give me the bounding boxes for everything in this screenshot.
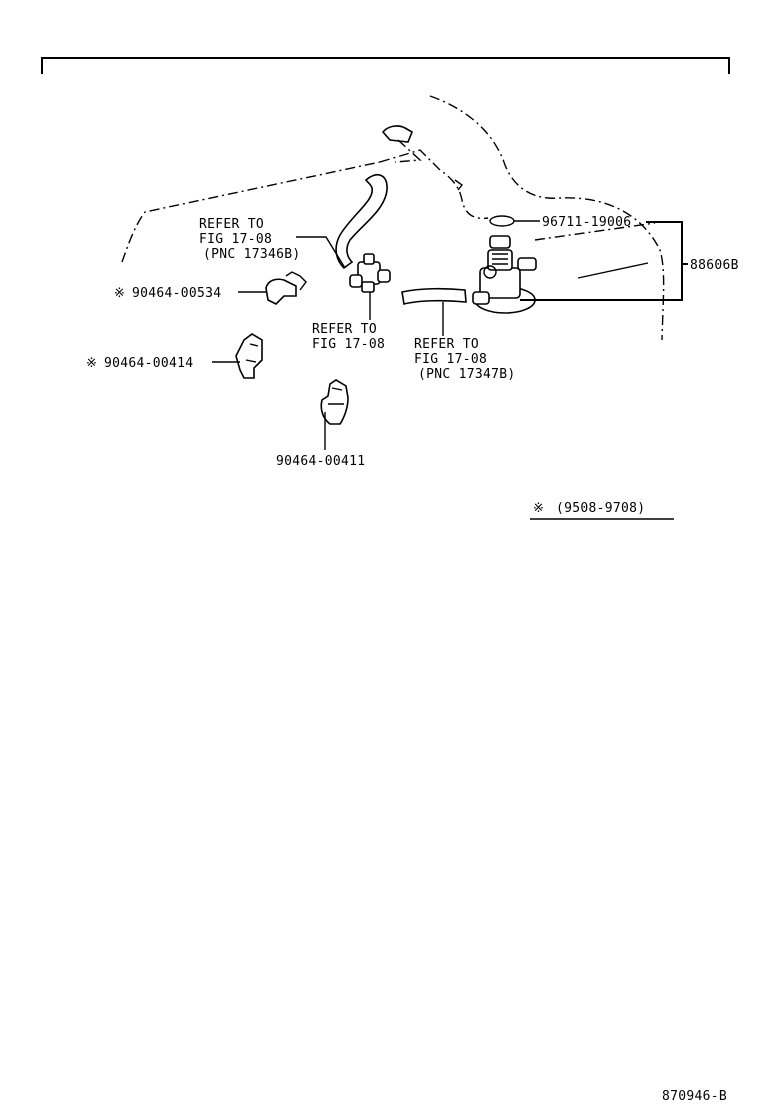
part-number-clamp-b: 90464-00414 [104, 356, 193, 371]
leader-bracket-88606 [520, 221, 688, 301]
part-number-valve-assy: 88606B [690, 258, 739, 273]
part-number-clamp-a: 90464-00534 [132, 286, 221, 301]
hose-lower [401, 287, 467, 305]
marker-clamp-b: ※ [86, 356, 97, 371]
body-outline-fold [454, 179, 464, 191]
pipe-stub-dash [394, 139, 422, 163]
gasket-ring [489, 215, 515, 227]
hose-upper [335, 174, 388, 270]
clamp-00414 [235, 333, 263, 379]
body-outline-lower [534, 222, 656, 241]
leader-refer-1 [296, 236, 346, 269]
vsv-valve [472, 235, 537, 314]
refer-label-2: REFER TO FIG 17-08 [312, 322, 385, 352]
frame-bracket [41, 57, 730, 74]
legend-marker: ※ [533, 501, 544, 516]
body-outline [429, 95, 665, 341]
body-outline-mid [577, 262, 649, 279]
refer-label-3: REFER TO FIG 17-08 (PNC 17347B) [414, 337, 516, 382]
clamp-00534 [265, 271, 307, 305]
pipe-stub [381, 125, 414, 143]
hose-outline-dash [379, 149, 489, 220]
legend-range: (9508-9708) [556, 501, 645, 516]
marker-clamp-a: ※ [114, 286, 125, 301]
three-way-joint [349, 253, 391, 293]
body-outline-left [121, 161, 381, 263]
part-number-clamp-c: 90464-00411 [276, 454, 365, 469]
refer-label-1: REFER TO FIG 17-08 (PNC 17346B) [199, 217, 301, 262]
clamp-00411 [320, 379, 349, 425]
part-number-gasket: 96711-19006 [542, 215, 631, 230]
figure-code: 870946-B [662, 1089, 727, 1104]
